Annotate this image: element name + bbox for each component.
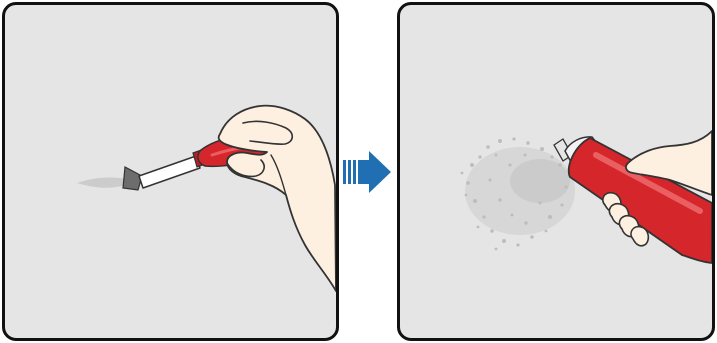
scrape-illustration [5,5,336,338]
hand-icon [219,106,336,291]
right-arrow-icon [343,151,393,193]
step-2-panel [397,2,715,341]
step-1-panel [2,2,339,341]
spray-illustration [400,5,712,338]
spray-mist [461,137,575,250]
